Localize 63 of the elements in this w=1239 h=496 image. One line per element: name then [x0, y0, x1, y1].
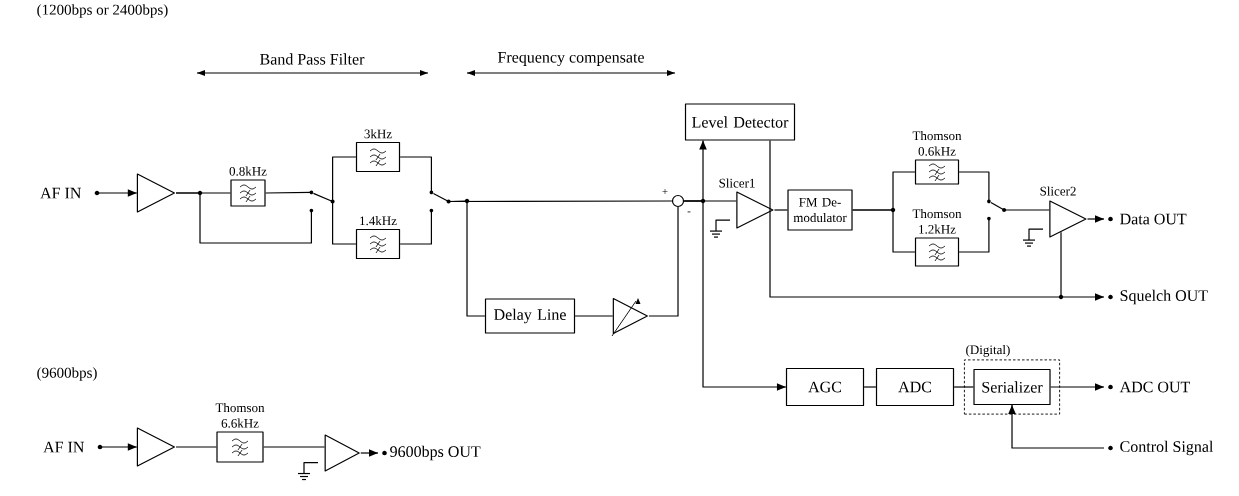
filter-label: Thomson 0.6kHz: [912, 131, 962, 156]
terminal-label: Data OUT: [1120, 213, 1187, 225]
process-box: AGC: [785, 367, 865, 407]
terminal-label: Control Signal: [1120, 440, 1214, 456]
connector-line: [1003, 209, 1050, 211]
connector-line: [265, 191, 312, 194]
filter-label: 0.8kHz: [229, 166, 267, 176]
switch-symbol: [987, 199, 1007, 221]
connector-line: [958, 218, 990, 253]
polarity-sign: -: [687, 211, 691, 213]
connector-line: [769, 140, 1062, 298]
filter-label: 3kHz: [364, 129, 392, 139]
section-heading: (1200bps or 2400bps): [37, 4, 168, 18]
connector-line: [852, 209, 916, 253]
connector-line: [175, 446, 217, 448]
summing-junction: [671, 194, 685, 208]
connector-line: [332, 156, 357, 203]
terminal-label: AF IN: [40, 187, 82, 199]
connector-line: [958, 171, 990, 202]
range-label: Band Pass Filter: [260, 53, 365, 65]
connector-line: [773, 209, 788, 211]
group-label: (Digital): [966, 345, 1010, 357]
terminal-label: Squelch OUT: [1120, 289, 1208, 305]
connector-line: [399, 156, 432, 193]
connector-line: [863, 386, 877, 388]
arrow: [683, 200, 787, 391]
amplifier-symbol: [136, 427, 175, 467]
arrow: [99, 443, 138, 451]
process-box: Level Detector: [684, 103, 796, 141]
arrow: [1008, 404, 1105, 449]
range-label: Frequency compensate: [497, 52, 644, 66]
connector-line: [332, 200, 357, 245]
switch-symbol: [309, 190, 335, 213]
connector-line: [399, 210, 432, 245]
switch-symbol: [429, 190, 451, 213]
comparator-label: Slicer2: [1040, 186, 1076, 196]
connector-line: [574, 315, 614, 317]
filter-label: 1.4kHz: [360, 216, 397, 226]
process-box: ADC: [875, 367, 955, 407]
connector-line: [648, 206, 679, 317]
connector-line: [175, 192, 312, 244]
arrow: [1060, 293, 1105, 301]
arrow: [1086, 215, 1105, 223]
connector-line: [953, 386, 974, 388]
amplifier-symbol: [136, 173, 175, 213]
terminal-label: AF IN: [43, 441, 85, 453]
terminal-label: ADC OUT: [1119, 381, 1190, 393]
filter-label: Thomson 6.6kHz: [215, 403, 265, 428]
terminal-label: 9600bps OUT: [390, 445, 481, 461]
polarity-sign: +: [662, 188, 668, 195]
process-box: FM De- modulator: [787, 189, 853, 231]
process-box: Serializer: [973, 368, 1051, 406]
arrow: [1050, 383, 1105, 391]
comparator-label: Slicer1: [719, 178, 755, 188]
filter-label: Thomson 1.2kHz: [912, 209, 962, 234]
connector-line: [1060, 231, 1062, 298]
connector-line: [448, 200, 486, 317]
variable-amplifier-symbol: [611, 297, 648, 337]
arrow: [96, 189, 138, 197]
section-heading: (9600bps): [37, 367, 97, 381]
connector-line: [263, 446, 326, 448]
process-box: Delay Line: [484, 298, 576, 334]
arrow: [360, 449, 379, 457]
